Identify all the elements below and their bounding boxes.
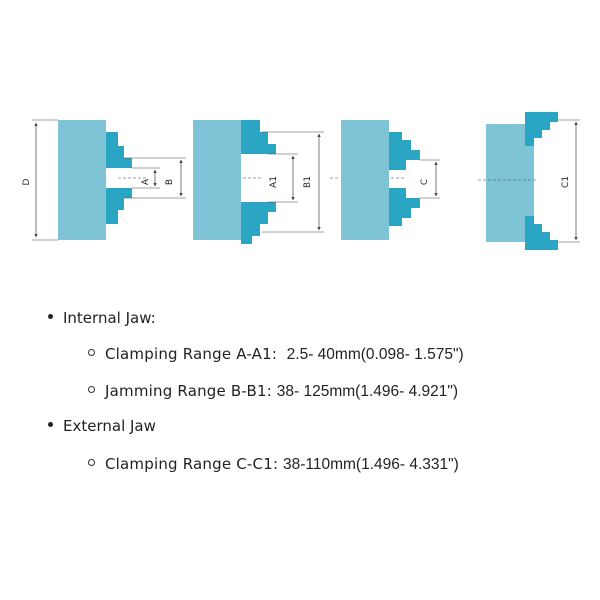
lower-jaw (106, 188, 132, 224)
external-jaw-title: External Jaw (63, 417, 156, 435)
lower-jaw (389, 188, 420, 226)
bullet-icon (48, 314, 53, 319)
label-a1: A1 (269, 176, 279, 188)
upper-jaw (389, 132, 420, 170)
figure-internal-a-b: D A B (22, 119, 186, 241)
circle-bullet-icon (88, 386, 95, 393)
spec-label: Clamping Range C-C1: (105, 455, 279, 473)
spec-value: 38-110mm(1.496- 4.331") (282, 456, 459, 473)
upper-jaw (106, 132, 132, 168)
spec-item-clamping-a-a1: Clamping Range A-A1: 2.5- 40mm(0.098- 1.… (88, 345, 464, 364)
lower-jaw (525, 216, 558, 250)
internal-jaw-title: Internal Jaw: (63, 309, 156, 327)
chuck-body (193, 120, 241, 240)
chuck-body (341, 120, 389, 240)
upper-jaw (525, 112, 558, 146)
label-d: D (22, 178, 32, 185)
spec-item-clamping-c-c1: Clamping Range C-C1: 38-110mm(1.496- 4.3… (88, 455, 459, 474)
bullet-icon (48, 422, 53, 427)
spec-label: Clamping Range A-A1: (105, 345, 278, 363)
upper-jaw (241, 120, 276, 154)
circle-bullet-icon (88, 459, 95, 466)
external-jaw-heading: External Jaw (48, 417, 156, 435)
circle-bullet-icon (88, 349, 95, 356)
spec-item-jamming-b-b1: Jamming Range B-B1: 38- 125mm(1.496- 4.9… (88, 382, 458, 401)
chuck-jaw-diagram: D A B A1 B1 (22, 112, 580, 250)
figure-external-c1: C1 (478, 112, 580, 250)
label-a: A (141, 178, 151, 185)
spec-value: 2.5- 40mm(0.098- 1.575") (286, 346, 464, 363)
label-c: C (420, 179, 430, 185)
label-c1: C1 (561, 176, 571, 188)
spec-value: 38- 125mm(1.496- 4.921") (276, 383, 459, 400)
lower-jaw (241, 202, 276, 244)
figure-external-c: C (330, 120, 440, 240)
label-b1: B1 (303, 176, 313, 188)
label-b: B (165, 179, 175, 185)
internal-jaw-heading: Internal Jaw: (48, 309, 156, 327)
figure-internal-a1-b1: A1 B1 (193, 120, 324, 244)
spec-label: Jamming Range B-B1: (105, 382, 272, 400)
chuck-body (58, 120, 106, 240)
